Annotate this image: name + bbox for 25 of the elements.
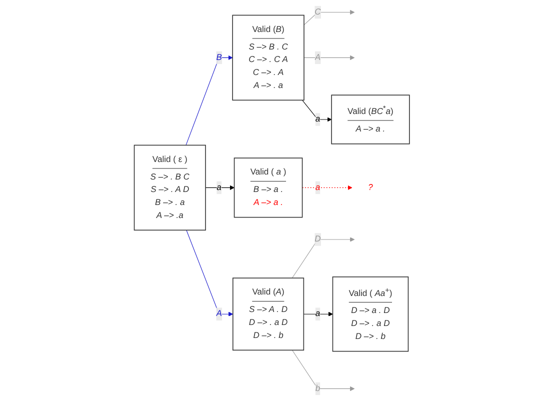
edge-label: A [216,309,222,318]
arrow [292,350,355,392]
node-box: Valid (B) S –> B . C C –> . C A C –> . A A –> . a [232,14,305,101]
edge-label: D [314,234,321,244]
edge-label: a [216,182,222,192]
node-box: Valid (BC$^{*}$a) A –> a . [331,94,410,144]
edge-label: C [314,7,321,17]
arrow [304,10,355,26]
edge-label: b [316,384,320,393]
node-box: Valid ( ε ) S –> . B C S –> . A D B –> . a A –> .a [134,144,206,231]
edge-label: a [316,114,320,124]
edge-label: a [316,309,320,318]
node-text: ? [368,182,373,192]
arrow [292,237,355,278]
arrow [304,312,334,316]
arrow [186,230,234,316]
edge-label: A [315,52,321,62]
arrow [186,55,233,146]
edge-label: a [316,182,320,192]
node-box: Valid ( a ) B –> a . A –> a . [234,158,303,218]
node-box: Valid ( Aa$^{+}$) D –> a . D D –> . a D D –> . b [332,276,409,352]
edge-label: B [216,52,222,62]
arrow [304,55,355,60]
node-box: Valid (A) S –> A . D D –> . a D D –> . b [232,278,304,351]
arrow [302,185,352,190]
